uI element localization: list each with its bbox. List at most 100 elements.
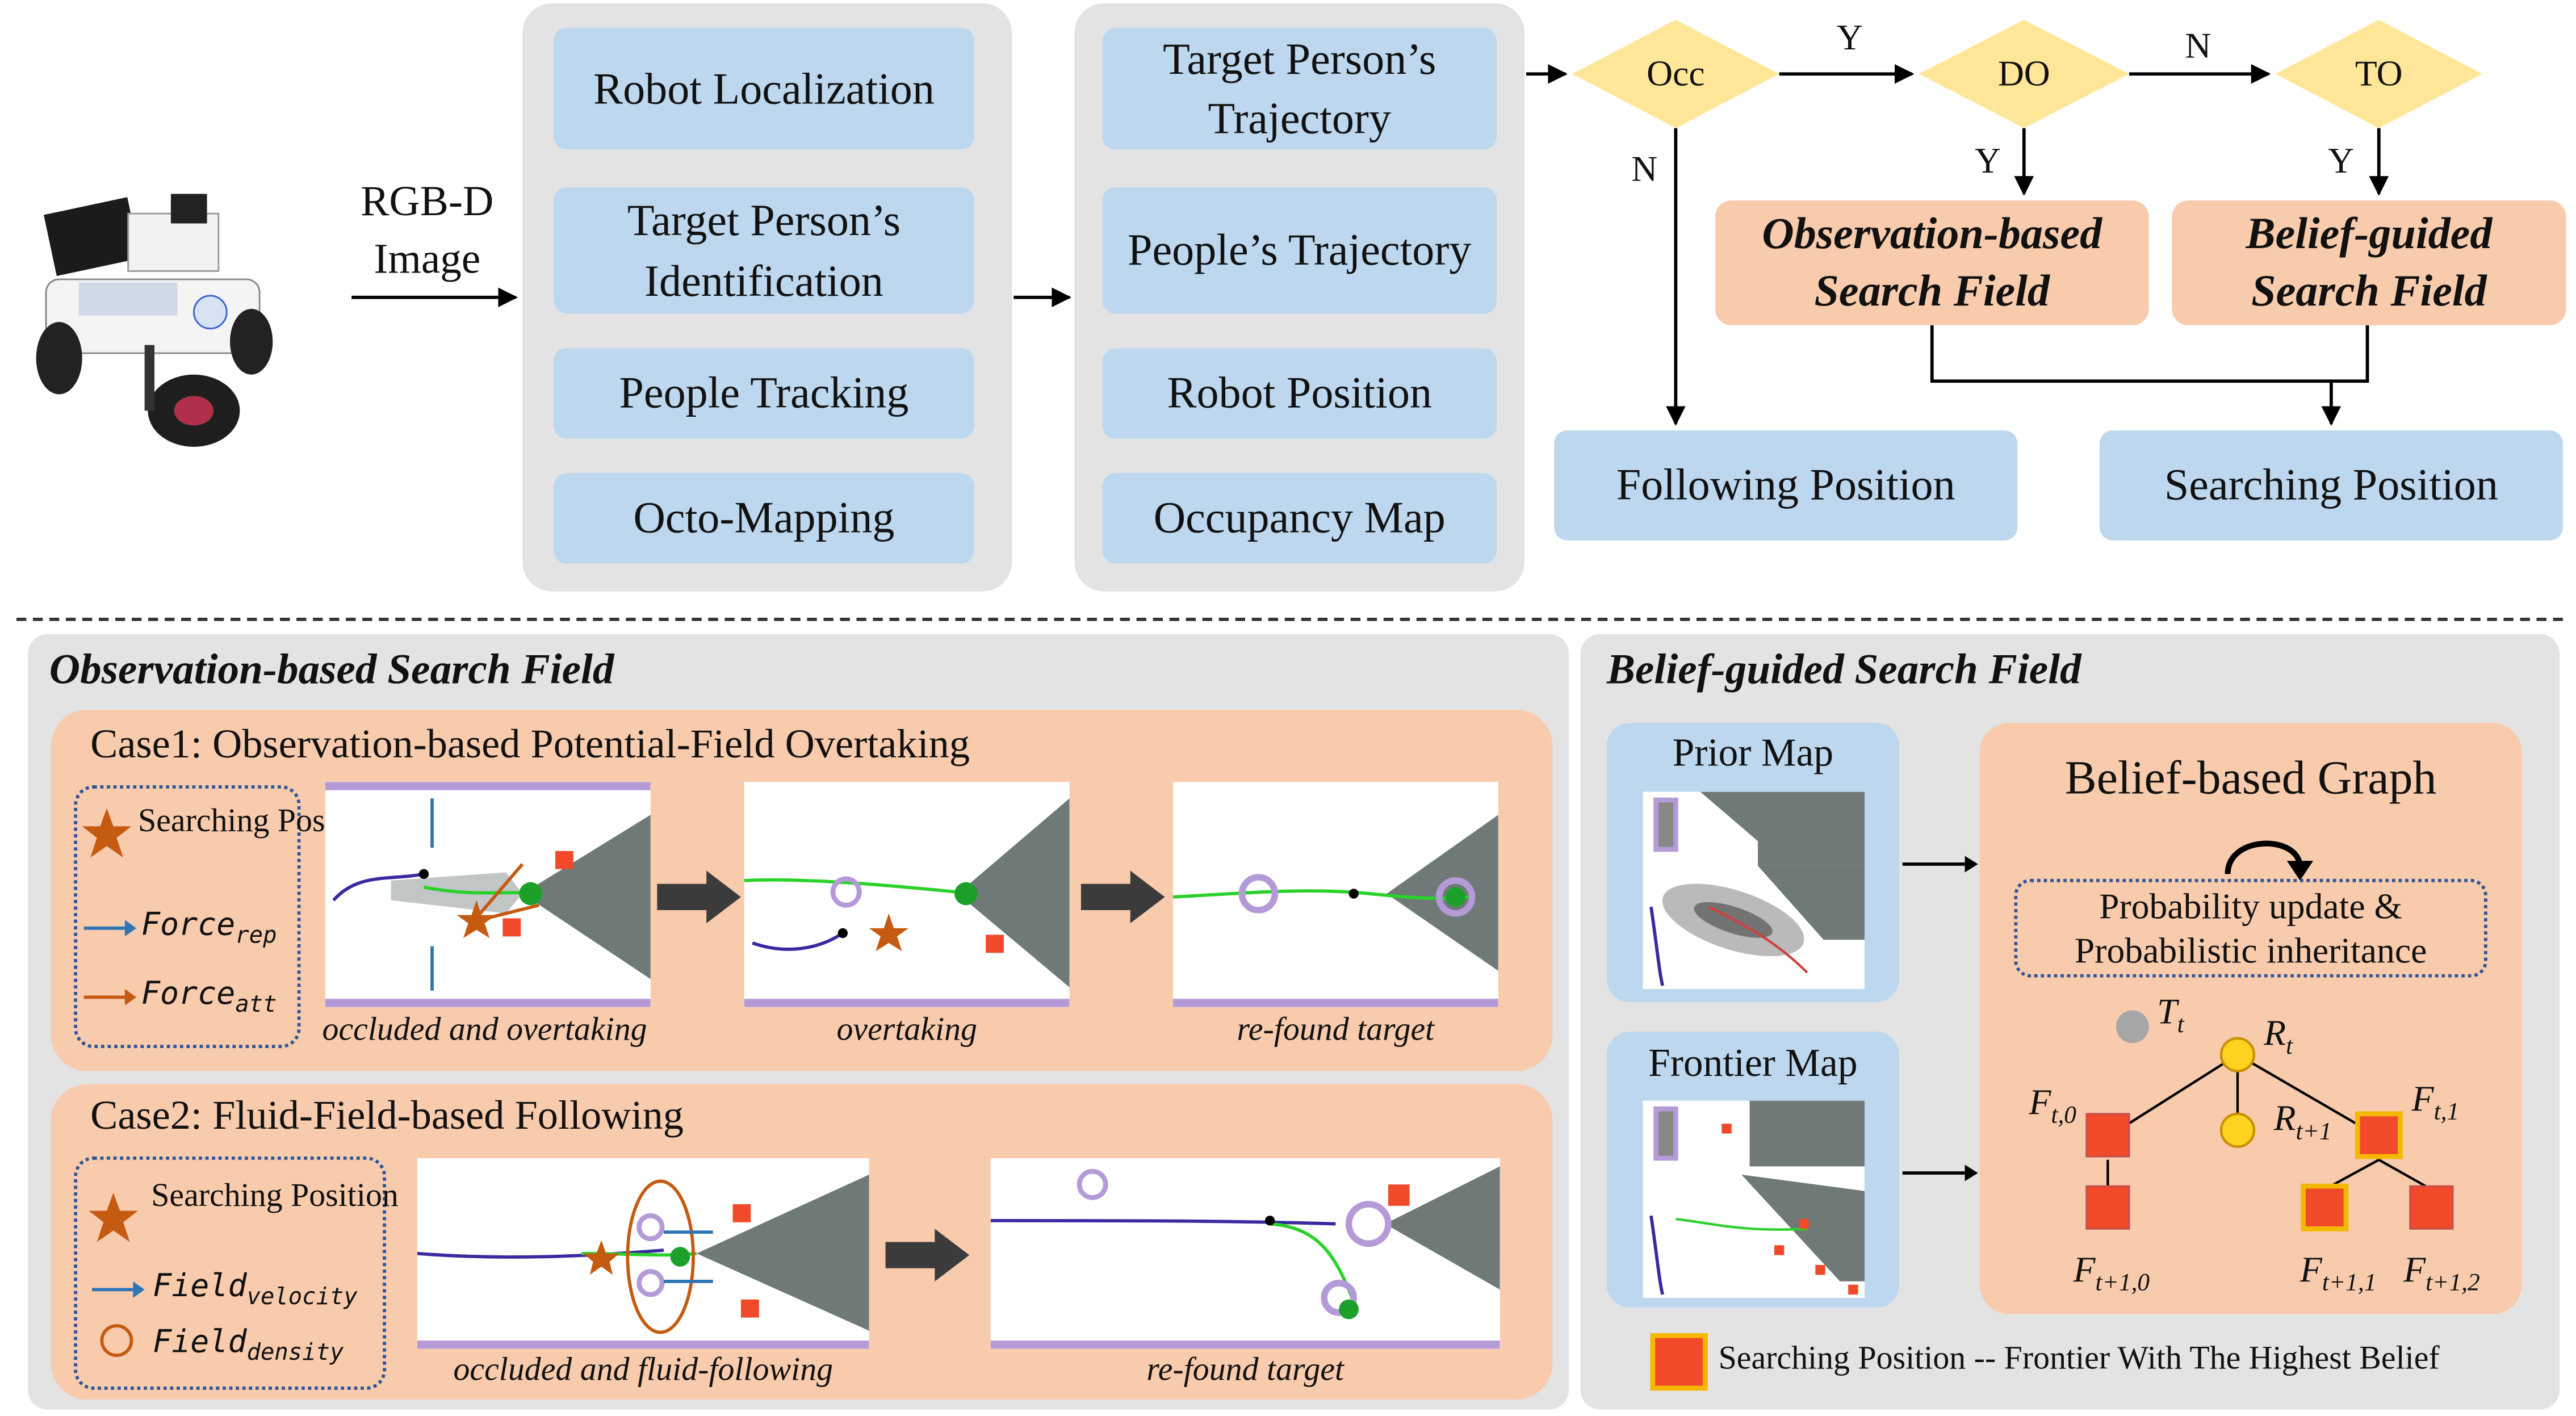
ft0-label: Ft,0 bbox=[2029, 1081, 2076, 1131]
f12-sub: t+1,2 bbox=[2426, 1270, 2480, 1297]
case2-step-arrow bbox=[885, 1229, 970, 1281]
rt1-main: R bbox=[2273, 1097, 2296, 1139]
density-circle-icon bbox=[100, 1324, 133, 1358]
case1-caption-3: re-found target bbox=[1237, 1012, 1435, 1049]
f12-label: Ft+1,2 bbox=[2403, 1249, 2480, 1298]
case1-step-arrow-2 bbox=[1080, 870, 1165, 924]
force-att-label: Force bbox=[141, 975, 236, 1012]
force-rep-sub: rep bbox=[235, 923, 277, 949]
frontier-map-title: Frontier Map bbox=[1648, 1043, 1858, 1086]
map-to-graph-arrows bbox=[1902, 856, 1978, 1182]
f10-sub: t+1,0 bbox=[2095, 1270, 2150, 1297]
case1-shot-occluded bbox=[325, 782, 651, 1007]
ft0-node bbox=[2085, 1113, 2130, 1158]
occ-label: Occ bbox=[1647, 52, 1705, 94]
case1-caption-1: occluded and overtaking bbox=[322, 1012, 647, 1049]
output-occupancy-map: Occupancy Map bbox=[1102, 473, 1497, 564]
tt-label: Tt bbox=[2157, 991, 2184, 1041]
frontier-map-image bbox=[1643, 1100, 1865, 1298]
rt-sub: t bbox=[2286, 1034, 2293, 1061]
belief-graph-title: Belief-based Graph bbox=[2064, 752, 2437, 805]
case1-step-arrow-1 bbox=[657, 870, 741, 924]
cycle-arrow-icon bbox=[2225, 840, 2314, 881]
f11-main: F bbox=[2299, 1249, 2322, 1290]
star-icon bbox=[89, 1192, 139, 1242]
f12-main: F bbox=[2403, 1249, 2426, 1290]
do-no-label: N bbox=[2185, 24, 2211, 66]
do-label: DO bbox=[1997, 52, 2050, 94]
module-octo-mapping: Octo-Mapping bbox=[554, 473, 974, 564]
section-divider bbox=[16, 617, 2563, 621]
tt-main: T bbox=[2157, 990, 2177, 1032]
blue-arrow-icon bbox=[83, 920, 137, 937]
case1-shot-refound bbox=[1172, 782, 1498, 1007]
f11-node bbox=[2301, 1183, 2349, 1231]
case2-legend-velocity: Fieldvelocity bbox=[153, 1268, 358, 1311]
case2-title: Case2: Fluid-Field-based Following bbox=[90, 1094, 684, 1139]
case1-title: Case1: Observation-based Potential-Field… bbox=[90, 723, 970, 768]
module-target-identification: Target Person’s Identification bbox=[554, 187, 974, 314]
blue-arrow-icon bbox=[92, 1281, 145, 1298]
top-flow-lines bbox=[351, 19, 2483, 426]
probability-update-box: Probability update & Probabilistic inher… bbox=[2014, 879, 2487, 978]
field-velocity-sub: velocity bbox=[246, 1284, 358, 1311]
case2-shot-fluid bbox=[417, 1158, 869, 1349]
rt-label: Rt bbox=[2264, 1012, 2293, 1062]
observation-field-box: Observation-based Search Field bbox=[1715, 200, 2149, 325]
output-target-trajectory: Target Person’s Trajectory bbox=[1102, 28, 1497, 150]
orange-arrow-icon bbox=[83, 988, 137, 1006]
following-position-box: Following Position bbox=[1554, 430, 2018, 541]
module-people-tracking: People Tracking bbox=[554, 348, 974, 439]
case2-caption-1: occluded and fluid-following bbox=[453, 1352, 833, 1389]
case2-legend bbox=[74, 1157, 386, 1390]
belief-legend-text: Searching Position -- Frontier With The … bbox=[1718, 1340, 2440, 1377]
field-density-sub: density bbox=[246, 1340, 344, 1367]
case2-legend-star-label: Searching Position bbox=[151, 1178, 399, 1214]
rt-node bbox=[2219, 1037, 2256, 1073]
f11-sub: t+1,1 bbox=[2322, 1270, 2377, 1297]
tt-sub: t bbox=[2177, 1012, 2184, 1039]
occ-no-label: N bbox=[1631, 148, 1658, 189]
output-people-trajectory: People’s Trajectory bbox=[1102, 187, 1497, 314]
do-yes-label: Y bbox=[1974, 139, 2001, 181]
force-att-sub: att bbox=[235, 992, 277, 1019]
field-density-label: Field bbox=[153, 1324, 247, 1360]
module-robot-localization: Robot Localization bbox=[554, 28, 974, 150]
to-yes-label: Y bbox=[2328, 139, 2355, 181]
ft0-main: F bbox=[2029, 1080, 2051, 1122]
rt1-node bbox=[2219, 1112, 2256, 1148]
case1-caption-2: overtaking bbox=[836, 1012, 977, 1049]
ft1-node bbox=[2355, 1111, 2403, 1159]
belief-tree bbox=[2085, 1010, 2454, 1231]
robot-image bbox=[36, 194, 273, 447]
f10-node bbox=[2085, 1185, 2130, 1230]
tt-node bbox=[2116, 1010, 2149, 1044]
rgbd-label: RGB-D Image bbox=[361, 177, 494, 283]
rt1-sub: t+1 bbox=[2296, 1119, 2332, 1146]
occ-yes-label: Y bbox=[1836, 16, 1863, 58]
ft1-label: Ft,1 bbox=[2412, 1078, 2460, 1128]
prior-map-title: Prior Map bbox=[1672, 732, 1834, 776]
f10-main: F bbox=[2073, 1249, 2096, 1290]
case1-shot-overtaking bbox=[744, 782, 1070, 1007]
belief-section-title: Belief-guided Search Field bbox=[1606, 646, 2081, 694]
belief-field-box: Belief-guided Search Field bbox=[2172, 200, 2566, 325]
rt-main: R bbox=[2264, 1012, 2286, 1053]
case2-caption-2: re-found target bbox=[1146, 1352, 1344, 1389]
star-icon bbox=[82, 808, 132, 858]
f10-label: Ft+1,0 bbox=[2074, 1249, 2150, 1298]
case1-legend-force-att: Forceatt bbox=[141, 976, 277, 1019]
case2-legend-density: Fielddensity bbox=[153, 1324, 344, 1367]
ft1-sub: t,1 bbox=[2433, 1099, 2460, 1126]
force-rep-label: Force bbox=[141, 907, 236, 943]
output-robot-position: Robot Position bbox=[1102, 348, 1497, 439]
field-velocity-label: Field bbox=[153, 1268, 247, 1305]
prior-map-image bbox=[1643, 791, 1865, 989]
ft1-main: F bbox=[2411, 1078, 2434, 1119]
ft0-sub: t,0 bbox=[2051, 1103, 2077, 1129]
highest-belief-square-icon bbox=[1650, 1333, 1708, 1391]
case1-legend-force-rep: Forcerep bbox=[141, 907, 277, 949]
to-label: TO bbox=[2355, 52, 2403, 94]
case2-shot-refound bbox=[990, 1158, 1500, 1349]
